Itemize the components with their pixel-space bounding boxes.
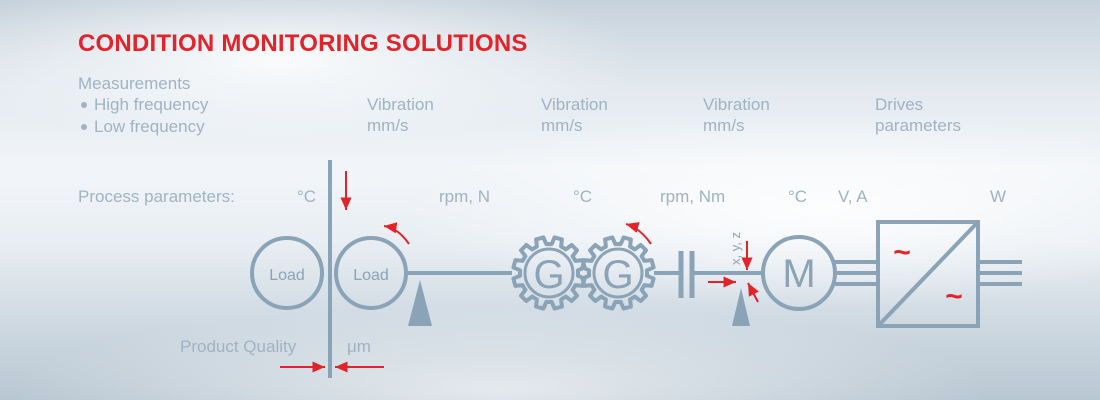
product-quality-unit: μm <box>347 337 371 356</box>
gear-hub <box>523 247 575 299</box>
product-quality-label: Product Quality <box>180 337 297 356</box>
process-value-rpm-nm: rpm, Nm <box>660 187 726 206</box>
bearing-support-icon <box>732 288 750 326</box>
measurements-heading: Measurements <box>78 74 191 93</box>
page-title: CONDITION MONITORING SOLUTIONS <box>78 30 528 57</box>
inverter-ac-symbol: ~ <box>945 280 963 313</box>
inverter-ac-symbol: ~ <box>893 236 911 269</box>
motor-label: M <box>782 252 815 296</box>
gear-hub <box>592 247 644 299</box>
process-value-w: W <box>990 187 1007 206</box>
roll-right-label: Load <box>353 267 389 284</box>
rotation-arrow-icon <box>625 222 652 245</box>
gear-right-label: G <box>602 253 633 297</box>
process-value-va: V, A <box>838 187 868 206</box>
measurement-item-low: Low frequency <box>78 116 205 137</box>
gear-icon <box>511 235 587 311</box>
process-value-temp-2: °C <box>573 187 593 206</box>
measurement-item-high: High frequency <box>78 94 208 115</box>
bullet-icon <box>81 123 87 130</box>
gear-teeth <box>511 235 587 311</box>
roll-left-label: Load <box>269 267 305 284</box>
inverter-diagonal <box>876 220 980 328</box>
roll-left <box>250 236 324 310</box>
process-value-temp-3: °C <box>788 187 808 206</box>
bullet-icon <box>81 101 87 108</box>
bearing-support-icon <box>408 280 432 326</box>
process-parameters-label: Process parameters: <box>78 187 235 206</box>
sensor-arrow-y <box>747 282 759 303</box>
process-value-rpm-n: rpm, N <box>439 187 490 206</box>
gear-left-label: G <box>533 253 564 297</box>
gear-icon <box>580 235 656 311</box>
process-value-temp-1: °C <box>297 187 317 206</box>
gear-teeth <box>580 235 656 311</box>
axes-label: x, y, z <box>728 232 743 265</box>
rotation-arrow-icon <box>383 222 410 245</box>
